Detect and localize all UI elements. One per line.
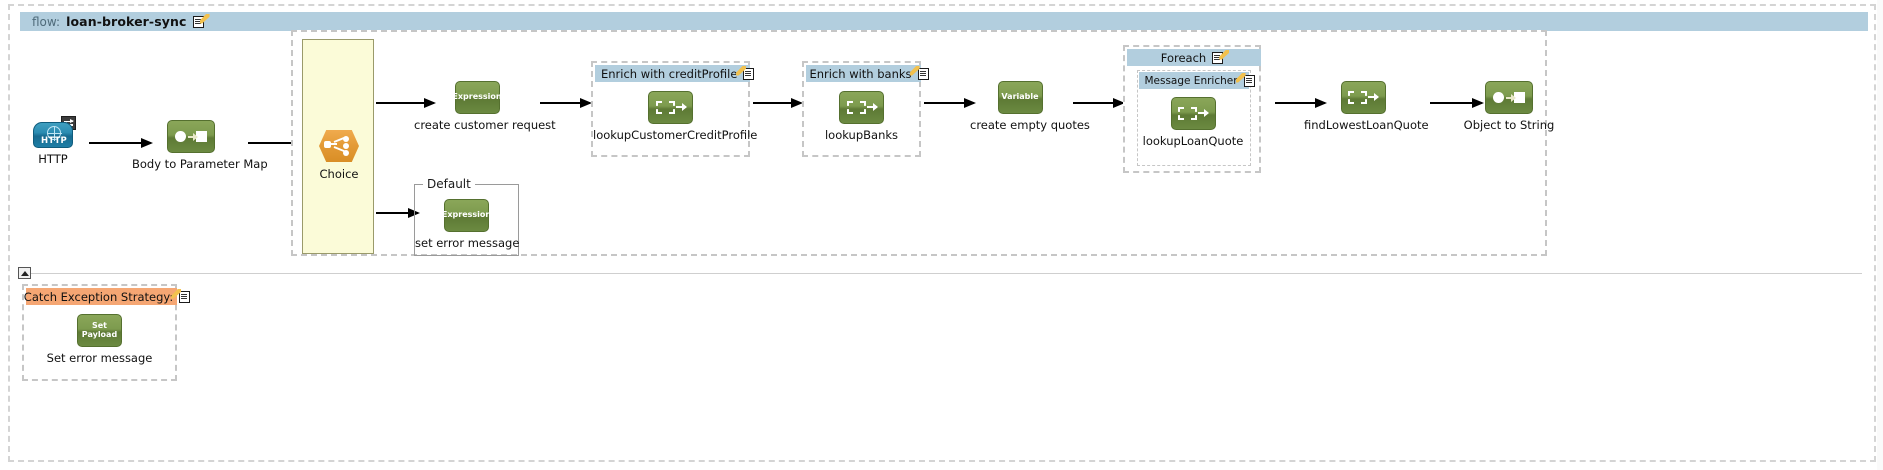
node-create-empty-quotes-label: create empty quotes <box>970 118 1090 132</box>
scope-enrich-with-banks: Enrich with banks lookupBanks <box>802 61 929 157</box>
groupbox-default-label: Default <box>423 177 475 191</box>
arrow-http-to-bodymap <box>89 138 153 147</box>
edit-pencil-icon[interactable] <box>1212 49 1230 65</box>
scope-message-enricher: Message Enricher lookupLoanQuote <box>1137 70 1255 166</box>
choice-router-icon <box>319 130 359 162</box>
node-body-to-parameter-map-label: Body to Parameter Map <box>132 157 268 171</box>
arrow-foreach-to-findlowest <box>1275 98 1327 107</box>
collapse-toggle[interactable] <box>18 267 31 279</box>
set-payload-icon-text-line1: Set <box>91 321 107 331</box>
arrow-quotes-to-foreach <box>1073 98 1125 107</box>
node-lookup-loan-quote[interactable]: lookupLoanQuote <box>1138 97 1248 148</box>
flow-key-label: flow: <box>32 14 61 29</box>
scope-enrich-with-banks-header[interactable]: Enrich with banks <box>806 65 929 82</box>
node-lookup-customer-credit-profile-label: lookupCustomerCreditProfile <box>593 128 758 142</box>
edit-pencil-icon[interactable] <box>192 13 210 29</box>
node-object-to-string-label: Object to String <box>1463 118 1555 132</box>
set-payload-icon: Set Payload <box>77 314 122 347</box>
edit-pencil-icon[interactable] <box>736 65 755 81</box>
node-http-label: HTTP <box>38 152 68 166</box>
scope-foreach-title: Foreach <box>1160 50 1207 65</box>
expression-icon-text: Expression <box>452 92 502 102</box>
flow-ref-icon <box>1340 81 1386 114</box>
http-icon-text: HTTP <box>41 136 67 146</box>
scope-catch-exception-header[interactable]: Catch Exception Strategy: <box>23 288 191 305</box>
node-find-lowest-loan-quote-label: findLowestLoanQuote <box>1304 118 1429 132</box>
scope-enrich-with-creditprofile: Enrich with creditProfile lookupCustomer… <box>591 61 758 157</box>
flow-name-label: loan-broker-sync <box>66 14 187 29</box>
scope-enrich-with-banks-title: Enrich with banks <box>809 66 912 81</box>
arrow-choice-to-create-customer-request <box>376 98 436 107</box>
node-set-error-message-catch-label: Set error message <box>46 351 153 365</box>
arrow-createreq-to-enrich-creditprofile <box>540 98 592 107</box>
vertical-scrollbar[interactable] <box>1877 0 1883 470</box>
http-connector-icon: HTTP <box>33 116 76 148</box>
node-choice-label: Choice <box>319 167 359 181</box>
node-http[interactable]: HTTP HTTP <box>22 116 84 166</box>
globe-icon <box>47 126 62 141</box>
scope-catch-exception-title: Catch Exception Strategy: <box>23 289 174 304</box>
expression-icon: Expression <box>452 81 502 114</box>
scope-enrich-with-creditprofile-header[interactable]: Enrich with creditProfile <box>595 65 755 82</box>
flow-header-bar[interactable]: flow: loan-broker-sync <box>20 12 1868 31</box>
groupbox-default: Default Expression set error message <box>414 177 520 256</box>
arrow-findlowest-to-objecttostring <box>1430 98 1484 107</box>
node-lookup-banks[interactable]: lookupBanks <box>804 91 919 142</box>
node-lookup-customer-credit-profile[interactable]: lookupCustomerCreditProfile <box>593 91 758 142</box>
flow-ref-icon <box>648 91 693 124</box>
node-create-customer-request-label: create customer request <box>414 118 556 132</box>
variable-icon-text: Variable <box>1001 92 1039 102</box>
scope-foreach-header[interactable]: Foreach <box>1127 49 1261 66</box>
variable-icon: Variable <box>997 81 1043 114</box>
scope-enrich-with-creditprofile-title: Enrich with creditProfile <box>601 66 738 81</box>
choice-block[interactable]: Choice <box>302 39 374 254</box>
node-create-empty-quotes[interactable]: Variable create empty quotes <box>970 81 1090 132</box>
node-find-lowest-loan-quote[interactable]: findLowestLoanQuote <box>1304 81 1429 132</box>
arrow-choice-to-default <box>376 208 420 217</box>
expression-icon: Expression <box>441 199 492 232</box>
exception-section-divider <box>22 273 1862 274</box>
node-set-error-message-catch[interactable]: Set Payload Set error message <box>24 314 175 365</box>
scope-message-enricher-title: Message Enricher <box>1144 74 1238 87</box>
flow-ref-icon <box>1170 97 1216 130</box>
node-lookup-loan-quote-label: lookupLoanQuote <box>1142 134 1244 148</box>
scope-message-enricher-header[interactable]: Message Enricher <box>1139 72 1255 89</box>
node-lookup-banks-label: lookupBanks <box>824 128 899 142</box>
node-set-error-message-default[interactable]: Expression set error message <box>415 199 520 250</box>
node-choice[interactable]: Choice <box>319 130 359 181</box>
flow-container: flow: loan-broker-sync HTTP HTTP <box>8 4 1876 462</box>
chevron-up-icon <box>20 270 29 276</box>
arrow-creditprofile-to-banks <box>753 98 803 107</box>
node-object-to-string[interactable]: Object to String <box>1450 81 1568 132</box>
expression-icon-text: Expression <box>441 210 492 220</box>
arrow-banks-to-create-empty-quotes <box>924 98 976 107</box>
transformer-icon <box>1485 81 1533 114</box>
node-set-error-message-default-label: set error message <box>415 236 520 250</box>
node-body-to-parameter-map[interactable]: Body to Parameter Map <box>132 120 268 171</box>
flow-ref-icon <box>839 91 884 124</box>
set-payload-icon-text-line2: Payload <box>81 329 118 339</box>
scope-catch-exception-strategy: Catch Exception Strategy: Set Payload Se… <box>22 284 191 381</box>
node-create-customer-request[interactable]: Expression create customer request <box>414 81 556 132</box>
transformer-icon <box>167 120 215 153</box>
scope-foreach: Foreach Message Enricher lookupLoanQuote <box>1123 45 1261 173</box>
